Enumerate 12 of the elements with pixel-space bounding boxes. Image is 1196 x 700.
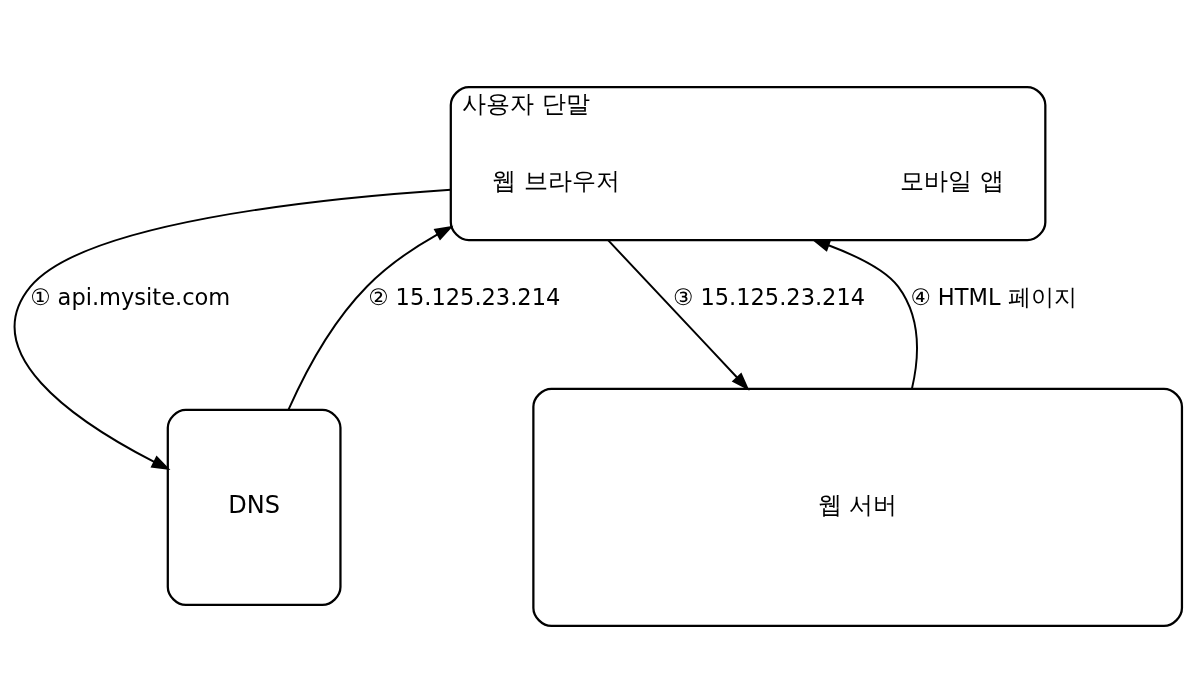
node-text: 웹 브라우저 — [492, 166, 620, 195]
arrow — [14, 188, 452, 470]
arrow — [811, 238, 918, 390]
node-box: 웹 서버 — [532, 387, 1184, 627]
node-box: DNS — [166, 408, 342, 606]
edge-label: ③ 15.125.23.214 — [673, 283, 866, 310]
edge-label: ② 15.125.23.214 — [368, 283, 561, 310]
arrow — [287, 225, 454, 410]
node-text: 모바일 앱 — [900, 166, 1005, 195]
edge-label: ① api.mysite.com — [30, 283, 231, 310]
edge-label: ④ HTML 페이지 — [910, 283, 1077, 310]
arrow — [607, 238, 750, 391]
